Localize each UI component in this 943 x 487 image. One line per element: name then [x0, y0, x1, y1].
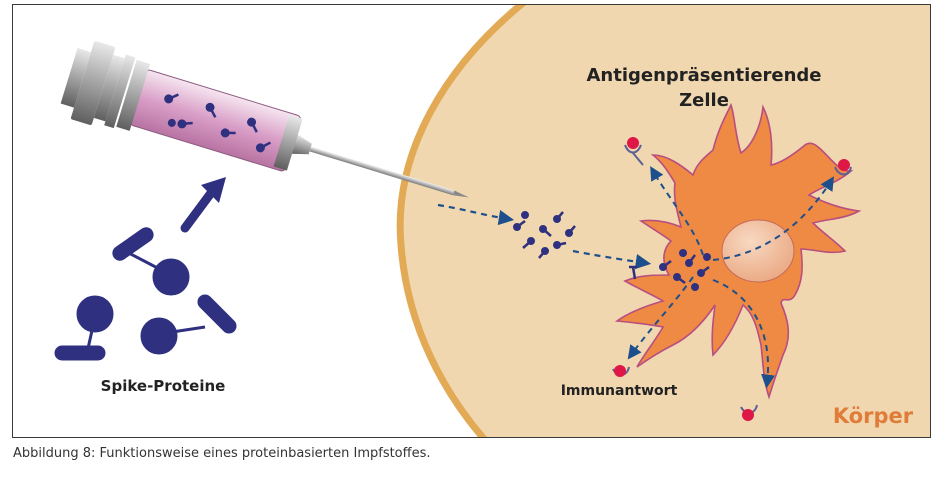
- presentation-arrows: [627, 166, 835, 389]
- internalized-proteins: [629, 249, 711, 291]
- receptor-icon: [612, 137, 852, 421]
- cell-title-line1: Antigenpräsentierende: [586, 65, 821, 86]
- figure-caption: Abbildung 8: Funktionsweise eines protei…: [13, 446, 431, 461]
- spike-protein-icon: [54, 227, 237, 361]
- body-label: Körper: [833, 404, 914, 428]
- syringe-icon: [60, 41, 469, 198]
- figure-panel: Antigenpräsentierende Zelle Spike-Protei…: [12, 4, 931, 438]
- cell-title-line2: Zelle: [679, 90, 729, 111]
- body-region: [396, 5, 930, 437]
- protein-cluster: [513, 211, 576, 259]
- flow-arrow: [437, 203, 652, 270]
- dendritic-cell-icon: [614, 102, 862, 400]
- spike-proteins-label: Spike-Proteine: [101, 377, 226, 395]
- immune-response-label: Immunantwort: [561, 383, 678, 399]
- arrow-up-right-icon: [180, 177, 226, 233]
